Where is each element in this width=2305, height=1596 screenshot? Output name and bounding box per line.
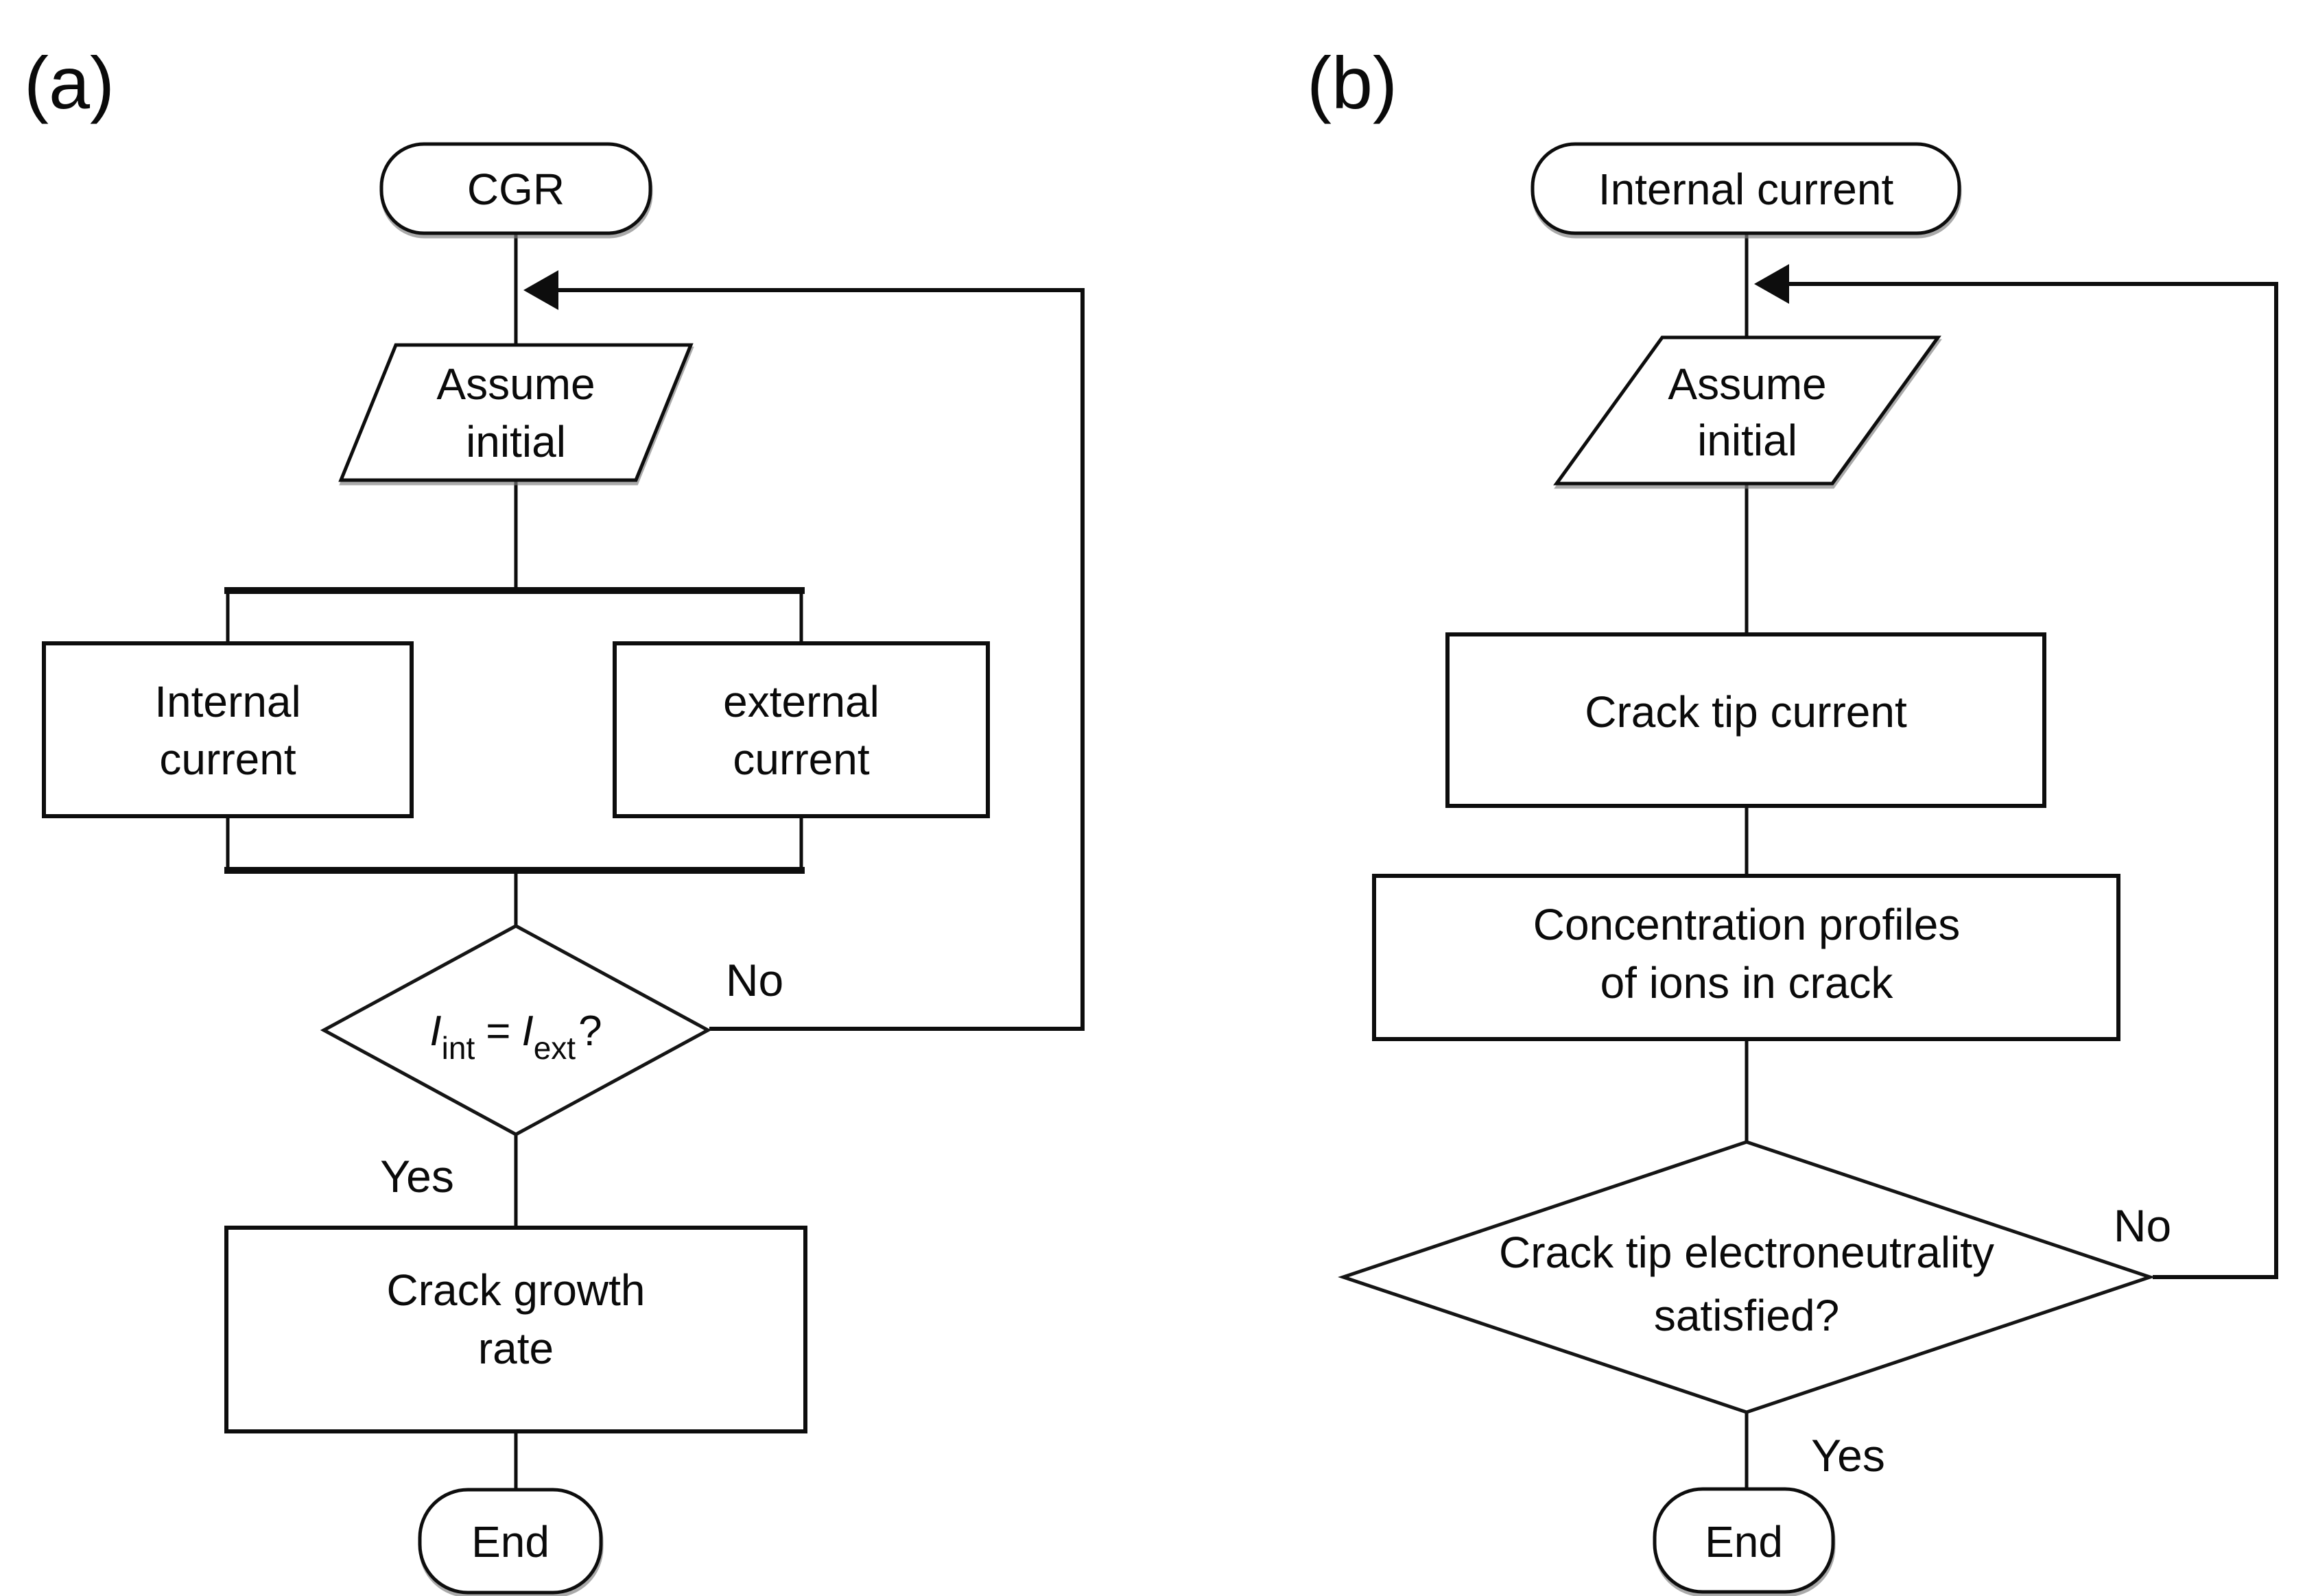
node-a-internal-shape	[42, 641, 414, 818]
node-a-decision-shape	[320, 924, 712, 1136]
node-b-start-label: Internal current	[1598, 165, 1894, 214]
node-b-assume-shape	[1553, 335, 1941, 486]
node-a-internal-line1: Internal	[154, 677, 300, 726]
node-b-assume	[1553, 335, 1941, 486]
panel-b-loop-arrowhead-icon	[1754, 264, 1789, 304]
node-b-assume-line2: initial	[1697, 416, 1797, 465]
panel-a: (a) CGR Assume initial Internal current	[24, 41, 1085, 1595]
node-b-assume-line1: Assume	[1668, 359, 1826, 409]
node-a-assume-line1: Assume	[436, 359, 595, 409]
node-a-external-line2: current	[733, 735, 869, 784]
node-a-end-shape	[418, 1488, 603, 1595]
node-a-decision-formula: Iint=Iext?	[429, 1008, 602, 1066]
panel-a-yes-label: Yes	[380, 1151, 454, 1202]
panel-a-no-loop-line	[554, 288, 1085, 1031]
panel-a-no-label: No	[726, 955, 783, 1005]
node-b-process2-shape	[1372, 874, 2120, 1041]
node-b-start-shape	[1530, 142, 1961, 235]
node-a-external-shape	[613, 641, 990, 818]
node-b-process1-label: Crack tip current	[1585, 687, 1907, 737]
node-b-process1-shape	[1445, 632, 2046, 808]
node-a-result-shape	[224, 1226, 807, 1433]
node-a-result-line2: rate	[478, 1324, 554, 1373]
node-a-external-line1: external	[723, 677, 879, 726]
node-b-start	[1530, 142, 1961, 235]
node-a-assume-line2: initial	[466, 417, 566, 466]
panel-b-label: (b)	[1307, 41, 1397, 124]
node-a-assume-shape	[338, 343, 694, 482]
panel-b-no-loop-line	[1785, 282, 2278, 1279]
node-a-start	[379, 142, 652, 235]
node-b-decision-line1: Crack tip electroneutrality	[1499, 1228, 1994, 1277]
node-b-end-label: End	[1705, 1517, 1783, 1567]
node-b-decision-line2: satisfied?	[1654, 1291, 1839, 1340]
node-a-internal-line2: current	[159, 735, 296, 784]
node-a-assume	[338, 343, 694, 482]
panel-b-no-label: No	[2114, 1200, 2171, 1251]
node-a-start-shape	[379, 142, 652, 235]
node-a-end-label: End	[471, 1517, 549, 1567]
panel-a-label: (a)	[24, 41, 115, 124]
panel-b: (b) Internal current Assume initial Crac…	[1307, 41, 2278, 1594]
node-b-end	[1653, 1487, 1835, 1594]
node-b-process2-line1: Concentration profiles	[1533, 900, 1961, 949]
panel-a-loop-arrowhead-icon	[523, 270, 558, 310]
panel-b-yes-label: Yes	[1811, 1430, 1885, 1481]
node-a-end	[418, 1488, 603, 1595]
node-a-start-label: CGR	[467, 165, 565, 214]
node-b-process2-line2: of ions in crack	[1600, 958, 1894, 1008]
node-a-result-line1: Crack growth	[387, 1265, 646, 1315]
node-b-end-shape	[1653, 1487, 1835, 1594]
node-b-decision-shape	[1338, 1140, 2155, 1414]
